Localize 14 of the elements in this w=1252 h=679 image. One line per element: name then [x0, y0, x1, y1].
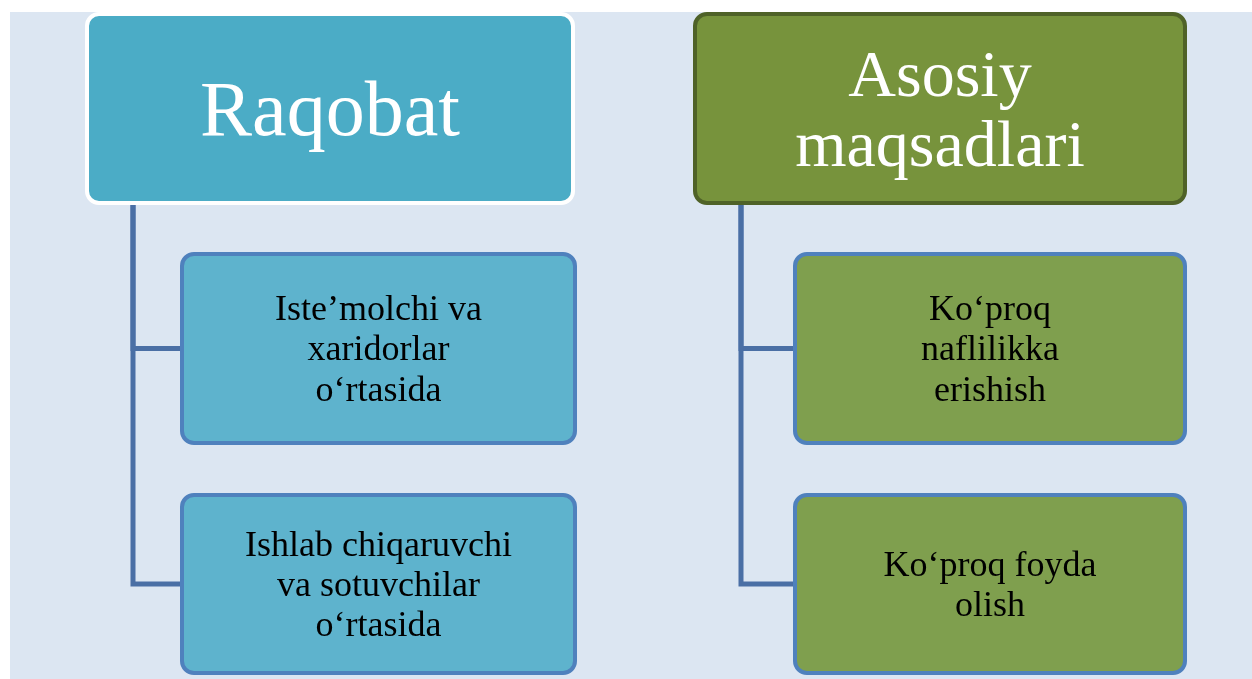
connector-line	[130, 205, 180, 587]
item-text: Ko‘proq naflilikka erishish	[920, 288, 1060, 409]
item-box	[180, 252, 577, 445]
connector-line	[738, 205, 793, 587]
heading-text: Asosiy maqsadlari	[794, 39, 1086, 178]
item-box	[793, 252, 1187, 445]
header-box	[85, 12, 575, 205]
item-text: Ko‘proq foyda olish	[882, 543, 1098, 625]
header-box	[693, 12, 1187, 205]
item-text: Iste’molchi va xaridorlar o‘rtasida	[274, 288, 483, 409]
item-box	[793, 493, 1187, 675]
item-box	[180, 493, 577, 675]
heading-text: Raqobat	[200, 67, 460, 150]
item-text: Ishlab chiqaruvchi va sotuvchilar o‘rtasida	[244, 523, 513, 645]
